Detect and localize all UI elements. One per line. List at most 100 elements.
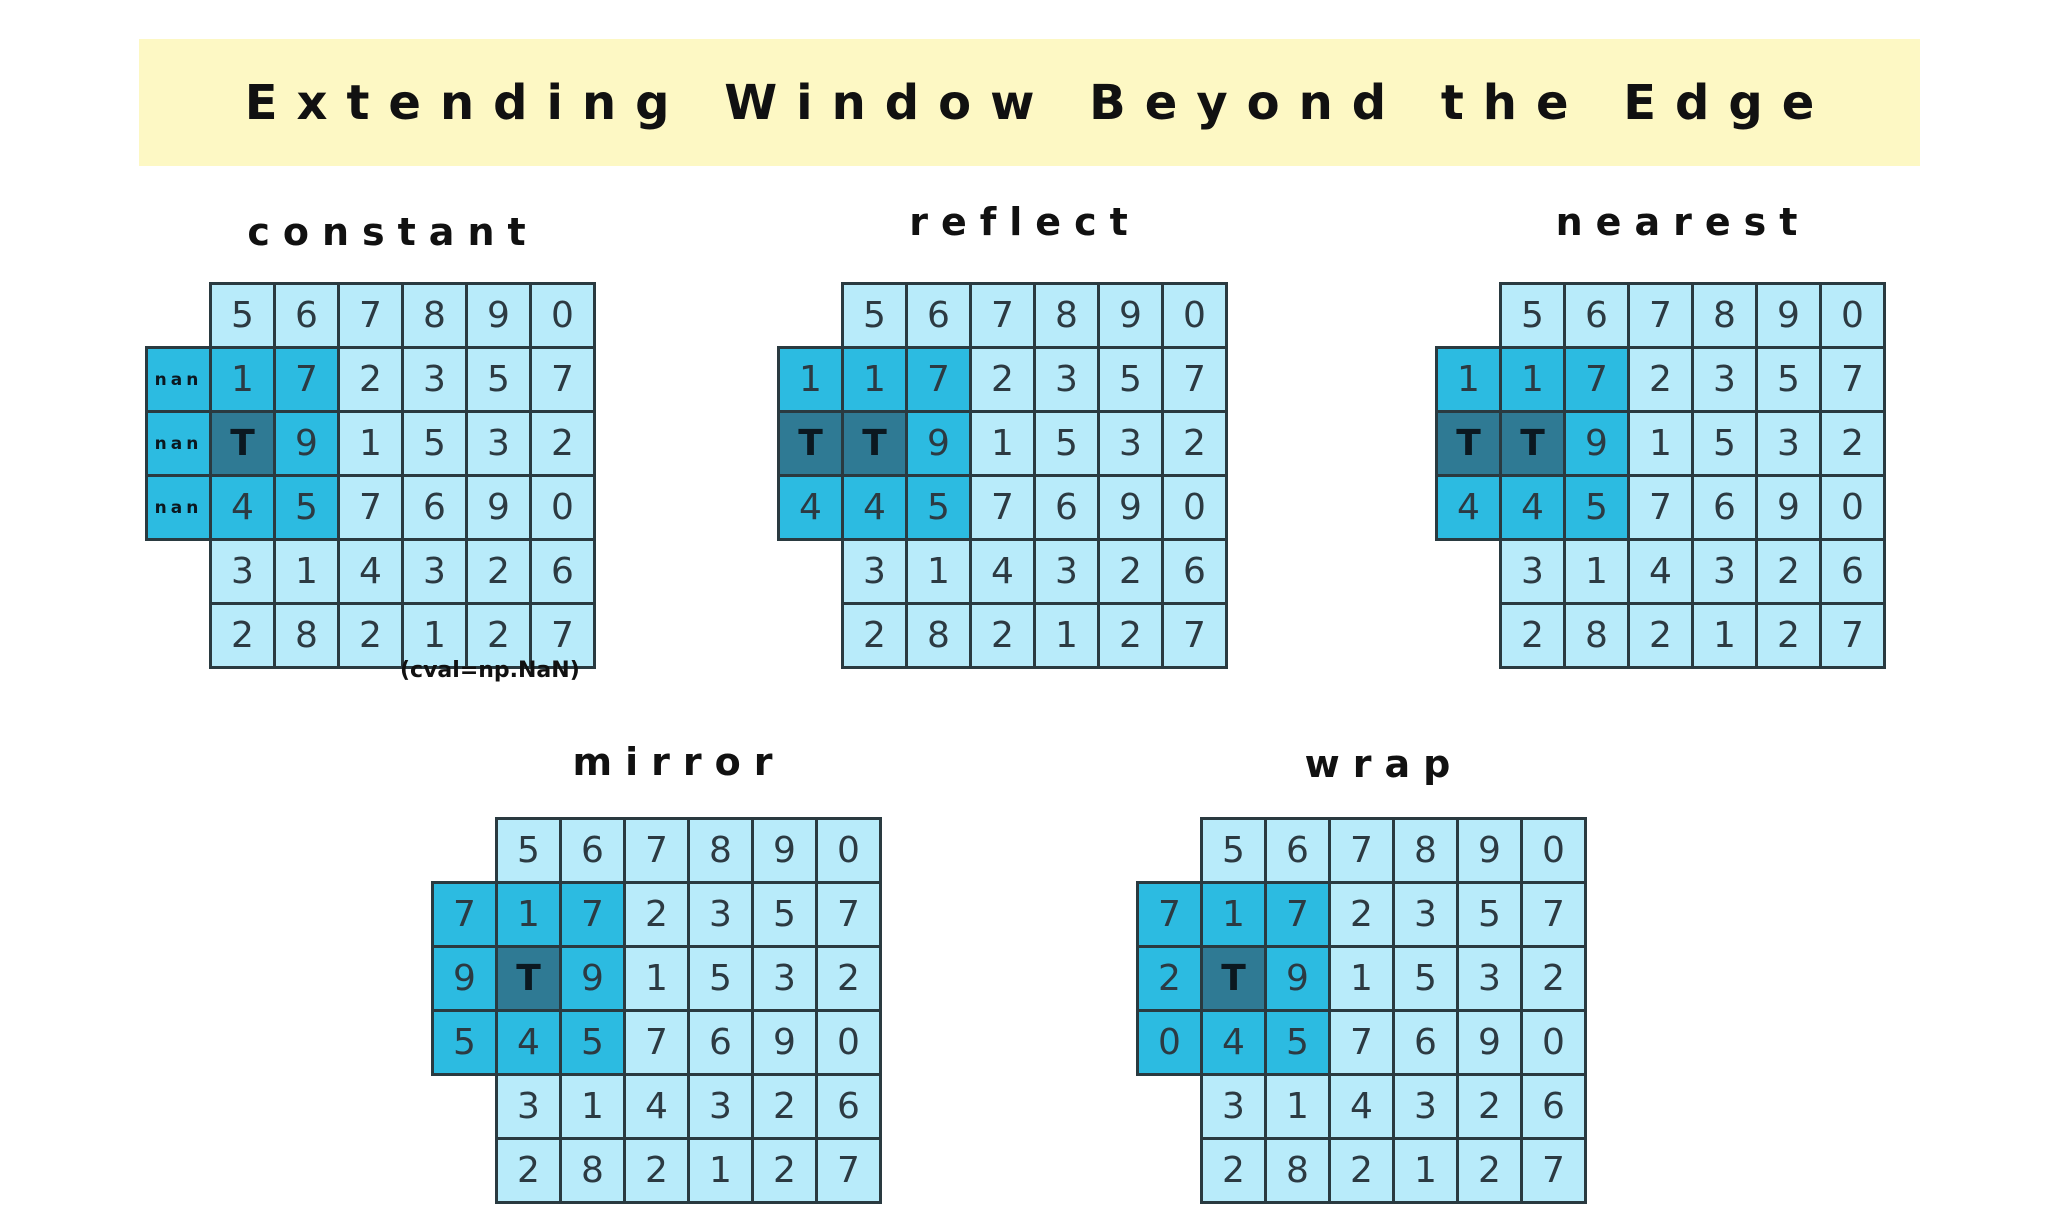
grid-cell: 5 — [1267, 1012, 1328, 1073]
padding-cell: T — [1438, 413, 1499, 474]
grid-cell: 3 — [1036, 541, 1097, 602]
grid-cell: 4 — [844, 477, 905, 538]
grid-cell: 9 — [1566, 413, 1627, 474]
padding-cell: 1 — [780, 349, 841, 410]
grid-cell: 7 — [1630, 477, 1691, 538]
grid-cell: 8 — [1694, 285, 1755, 346]
grid-cell: 2 — [1164, 413, 1225, 474]
grid-cell: 1 — [1203, 884, 1264, 945]
grid-cell: 7 — [1630, 285, 1691, 346]
grid-cell: 9 — [754, 1012, 815, 1073]
padding-cell: 2 — [1139, 948, 1200, 1009]
grid-cell: 8 — [1267, 1140, 1328, 1201]
grid-cell: 2 — [1630, 349, 1691, 410]
grid-cell: 3 — [404, 349, 465, 410]
grid-cell: 2 — [1331, 884, 1392, 945]
panel-title-mirror: mirror — [572, 740, 786, 784]
grid-cell: 5 — [468, 349, 529, 410]
grid-cell: 5 — [1036, 413, 1097, 474]
grid-cell: 2 — [468, 541, 529, 602]
grid-cell: 9 — [562, 948, 623, 1009]
grid-cell: 3 — [754, 948, 815, 1009]
grid-cell: 6 — [1566, 285, 1627, 346]
grid-cell: 2 — [498, 1140, 559, 1201]
grid-cell: 5 — [212, 285, 273, 346]
grid-cell: 1 — [1036, 605, 1097, 666]
grid-cell: 4 — [1331, 1076, 1392, 1137]
grid-cell: 4 — [340, 541, 401, 602]
constant-note: (cval=np.NaN) — [400, 658, 580, 683]
grid-cell: 3 — [1694, 349, 1755, 410]
grid-cell: 5 — [1502, 285, 1563, 346]
grid-cell: 3 — [1036, 349, 1097, 410]
grid-cell: 1 — [1395, 1140, 1456, 1201]
grid-cell: 7 — [1267, 884, 1328, 945]
grid-cell: 2 — [340, 605, 401, 666]
panel-title-wrap: wrap — [1304, 742, 1464, 786]
grid-cell: 7 — [532, 349, 593, 410]
grid-cell: 3 — [1758, 413, 1819, 474]
grid-cell: 6 — [690, 1012, 751, 1073]
grid-cell: 6 — [1694, 477, 1755, 538]
grid-cell: 2 — [972, 605, 1033, 666]
grid-cell: 2 — [626, 1140, 687, 1201]
padding-cell: 7 — [434, 884, 495, 945]
grid-cell: 3 — [844, 541, 905, 602]
grid-cell: 7 — [818, 1140, 879, 1201]
grid-cell: 2 — [340, 349, 401, 410]
grid-cell: 2 — [1459, 1076, 1520, 1137]
grid-cell: 7 — [626, 820, 687, 881]
grid-cell: 0 — [532, 477, 593, 538]
grid-cell: 2 — [754, 1076, 815, 1137]
grid-cell: 1 — [212, 349, 273, 410]
grid-cell: 6 — [908, 285, 969, 346]
grid-cell: 1 — [562, 1076, 623, 1137]
grid-cell: T — [1502, 413, 1563, 474]
grid-cell: 5 — [754, 884, 815, 945]
grid-cell: 5 — [1694, 413, 1755, 474]
grid-cell: 6 — [532, 541, 593, 602]
grid-cell: 9 — [1267, 948, 1328, 1009]
grid-cell: 6 — [1395, 1012, 1456, 1073]
grid-cell: 8 — [1036, 285, 1097, 346]
grid-cell: 6 — [276, 285, 337, 346]
grid-cell: 6 — [1036, 477, 1097, 538]
grid-cell: 7 — [972, 285, 1033, 346]
grid-cell: 7 — [340, 285, 401, 346]
grid-cell: 2 — [754, 1140, 815, 1201]
grid-cell: 5 — [1758, 349, 1819, 410]
grid-cell: 1 — [626, 948, 687, 1009]
grid-cell: 4 — [212, 477, 273, 538]
grid-cell: 7 — [532, 605, 593, 666]
grid-cell: 1 — [1566, 541, 1627, 602]
grid-cell: 2 — [1502, 605, 1563, 666]
grid-cell: 7 — [562, 884, 623, 945]
grid-cell: 3 — [1459, 948, 1520, 1009]
grid-cell: T — [498, 948, 559, 1009]
grid-cell: 5 — [844, 285, 905, 346]
panel-title-constant: constant — [247, 210, 539, 254]
grid-cell: 6 — [1267, 820, 1328, 881]
grid-cell: 7 — [1523, 884, 1584, 945]
grid-cell: 8 — [690, 820, 751, 881]
grid-cell: 9 — [1459, 1012, 1520, 1073]
grid-cell: 2 — [1822, 413, 1883, 474]
grid-cell: 4 — [626, 1076, 687, 1137]
grid-cell: 1 — [1331, 948, 1392, 1009]
grid-cell: 9 — [276, 413, 337, 474]
grid-cell: 1 — [1694, 605, 1755, 666]
grid-cell: 3 — [1502, 541, 1563, 602]
grid-cell: 5 — [562, 1012, 623, 1073]
panel-title-reflect: reflect — [909, 200, 1141, 244]
grid-cell: 0 — [532, 285, 593, 346]
grid-cell: 0 — [1822, 477, 1883, 538]
grid-cell: 3 — [1694, 541, 1755, 602]
grid-cell: 7 — [1822, 605, 1883, 666]
grid-cell: 1 — [972, 413, 1033, 474]
grid-cell: 5 — [404, 413, 465, 474]
grid-cell: 7 — [626, 1012, 687, 1073]
